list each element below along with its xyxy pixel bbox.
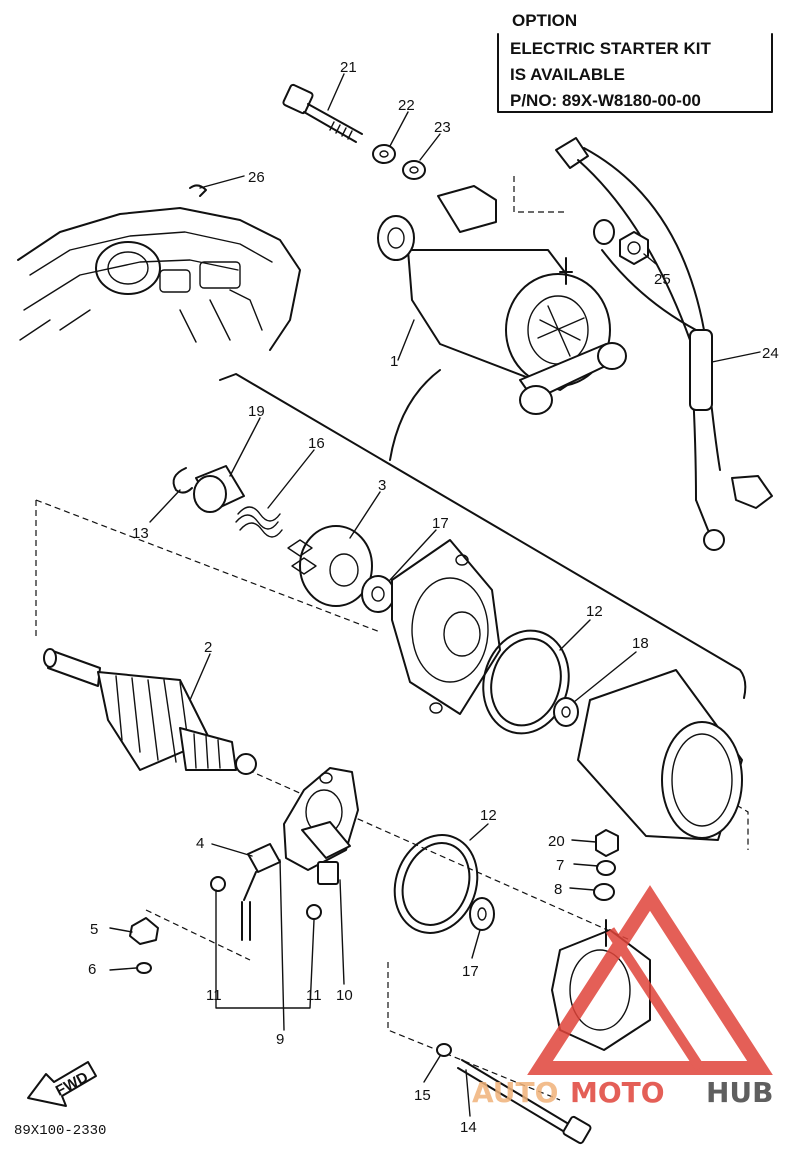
washer-23: [402, 160, 426, 180]
nut-5: [129, 917, 159, 945]
label-4: 4: [196, 835, 204, 852]
option-title: OPTION: [512, 11, 577, 30]
collar-19: [193, 465, 245, 513]
part-labels: 21 22 23 26 25 24 1 19 16 3 13 17 12 18 …: [88, 59, 779, 1136]
starter-clutch-3: [287, 525, 373, 607]
label-22: 22: [398, 97, 415, 114]
label-19: 19: [248, 403, 265, 420]
o-ring-12b: [393, 834, 479, 934]
label-15: 15: [414, 1087, 431, 1104]
label-12-upper: 12: [586, 603, 603, 620]
front-cover: [391, 539, 501, 715]
label-23: 23: [434, 119, 451, 136]
nut-25: [619, 231, 649, 265]
label-20: 20: [548, 833, 565, 850]
brush-holder: [283, 767, 359, 885]
nut-20: [595, 829, 619, 857]
long-bolt-14: [457, 1059, 592, 1145]
option-line-available: IS AVAILABLE: [510, 65, 625, 84]
label-24: 24: [762, 345, 779, 362]
label-21: 21: [340, 59, 357, 76]
screw: [241, 901, 251, 941]
starter-cable-24: [555, 137, 773, 551]
label-26: 26: [248, 169, 265, 186]
label-17-upper: 17: [432, 515, 449, 532]
watermark-part2: MOTO: [570, 1076, 665, 1109]
option-line-kit: ELECTRIC STARTER KIT: [510, 39, 711, 58]
label-5: 5: [90, 921, 98, 938]
washer-11b: [306, 904, 322, 920]
washer-15: [436, 1043, 452, 1057]
watermark-triangle-icon: [527, 885, 773, 1075]
label-17-lower: 17: [462, 963, 479, 980]
brush-4: [243, 843, 281, 901]
label-7: 7: [556, 857, 564, 874]
washer-11a: [210, 876, 226, 892]
label-3: 3: [378, 477, 386, 494]
label-1: 1: [390, 353, 398, 370]
bolt-21: [282, 83, 363, 143]
circlip-13: [172, 467, 193, 494]
label-11-left: 11: [206, 987, 222, 1004]
washer-7: [596, 860, 616, 876]
spring-16: [235, 506, 283, 538]
washer-17a: [361, 575, 395, 613]
guide-line: [513, 176, 568, 213]
label-18: 18: [632, 635, 649, 652]
washer-17b: [469, 897, 495, 931]
label-25: 25: [654, 271, 671, 288]
subassembly-bracket: [219, 373, 747, 699]
insulator-8: [593, 883, 615, 901]
option-box: OPTION ELECTRIC STARTER KIT IS AVAILABLE…: [497, 11, 773, 113]
label-16: 16: [308, 435, 325, 452]
diagram-code: 89X100-2330: [14, 1123, 106, 1139]
label-6: 6: [88, 961, 96, 978]
washer-18: [553, 697, 579, 727]
label-13: 13: [132, 525, 149, 542]
engine-case: [17, 184, 301, 351]
label-8: 8: [554, 881, 562, 898]
watermark-logo: AUTO MOTO HUB: [472, 885, 774, 1109]
armature-2: [43, 648, 257, 775]
watermark-part3: HUB: [706, 1076, 774, 1109]
label-2: 2: [204, 639, 212, 656]
washer-22: [372, 144, 396, 164]
label-10: 10: [336, 987, 353, 1004]
starter-motor: [377, 185, 627, 415]
washer-6: [136, 962, 152, 974]
label-12-lower: 12: [480, 807, 497, 824]
o-ring-12a: [482, 629, 570, 735]
leader-lines: [109, 73, 761, 1117]
option-part-number: P/NO: 89X-W8180-00-00: [510, 91, 701, 110]
fwd-arrow: FWD: [27, 1061, 97, 1107]
label-9: 9: [276, 1031, 284, 1048]
label-14: 14: [460, 1119, 477, 1136]
label-11-right: 11: [306, 987, 322, 1004]
watermark-part1: AUTO: [472, 1076, 558, 1109]
yoke-housing: [577, 669, 743, 841]
